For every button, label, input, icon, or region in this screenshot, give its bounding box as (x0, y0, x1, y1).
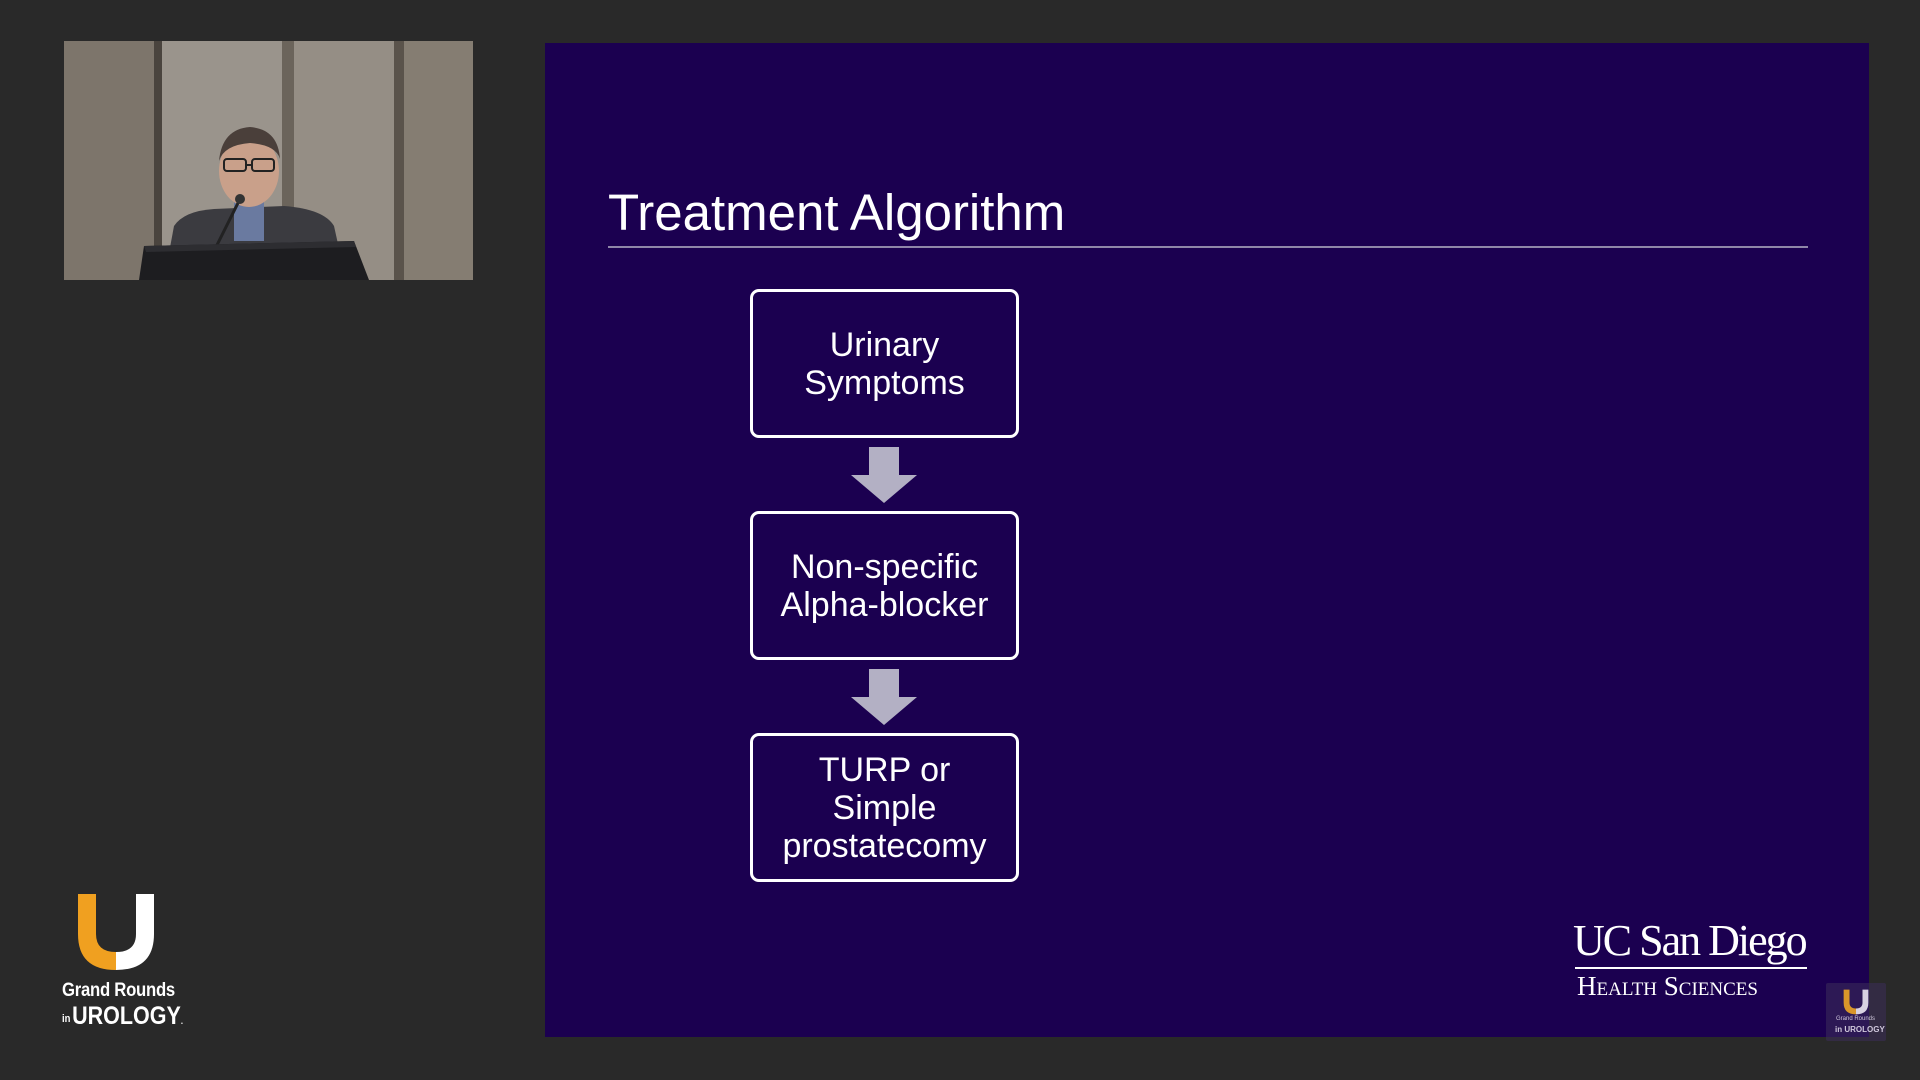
grand-rounds-line2: inUROLOGY. (62, 1002, 183, 1031)
flow-node-line: Urinary (829, 325, 940, 364)
watermark-u-icon (1843, 989, 1869, 1015)
presenter-video-icon (64, 41, 473, 280)
grand-rounds-logo: Grand Rounds inUROLOGY. (58, 892, 188, 1032)
grand-rounds-in: in (62, 1013, 71, 1025)
grand-rounds-urology: UROLOGY (72, 1002, 181, 1030)
flow-node-line: Simple (832, 788, 937, 827)
grand-rounds-watermark: Grand Rounds in UROLOGY (1826, 983, 1886, 1041)
down-arrow-icon (851, 669, 917, 725)
slide-title: Treatment Algorithm (608, 184, 1066, 241)
institution-logo-rule (1575, 967, 1807, 969)
watermark-line2: in UROLOGY (1835, 1025, 1885, 1034)
institution-subtitle: Health Sciences (1577, 971, 1758, 1001)
speaker-video[interactable] (64, 41, 473, 280)
presentation-slide: Treatment Algorithm Urinary Symptoms Non… (545, 43, 1869, 1037)
flow-node-line: prostatecomy (782, 826, 987, 865)
watermark-line1: Grand Rounds (1836, 1016, 1876, 1022)
grand-rounds-mark: . (180, 1016, 184, 1026)
grand-rounds-line1: Grand Rounds (62, 980, 175, 1001)
down-arrow-icon (851, 447, 917, 503)
institution-name: UC San Diego (1573, 916, 1808, 965)
flow-node-line: Alpha-blocker (780, 585, 989, 624)
flow-node-turp: TURP or Simple prostatecomy (750, 733, 1019, 882)
uc-san-diego-logo: UC San Diego Health Sciences (1573, 915, 1813, 1025)
title-divider (608, 246, 1808, 248)
flow-node-line: Symptoms (804, 363, 965, 402)
flow-node-urinary-symptoms: Urinary Symptoms (750, 289, 1019, 438)
grand-rounds-u-icon (78, 894, 154, 970)
flow-node-line: Non-specific (790, 547, 979, 586)
flow-node-alpha-blocker: Non-specific Alpha-blocker (750, 511, 1019, 660)
flow-node-line: TURP or (818, 750, 951, 789)
